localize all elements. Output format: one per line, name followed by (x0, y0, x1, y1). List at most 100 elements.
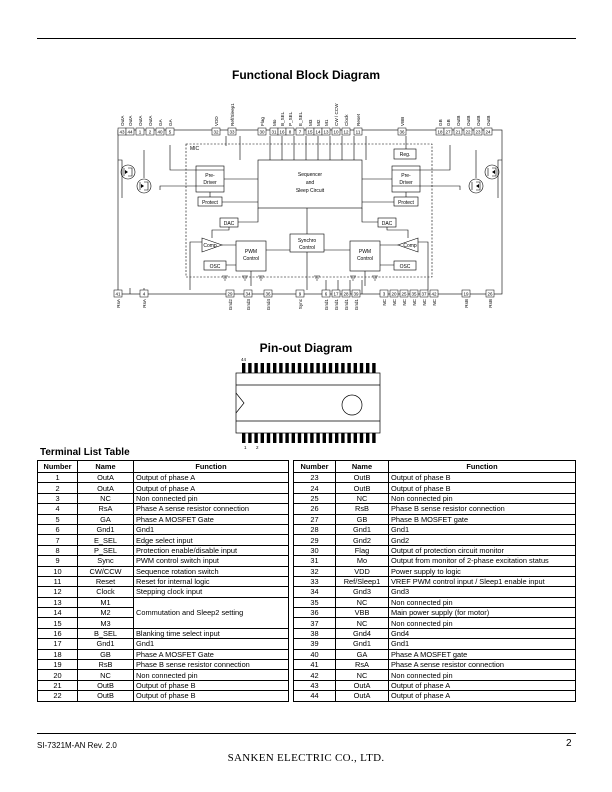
ic-lead (266, 363, 271, 373)
cell-name: NC (335, 669, 389, 681)
cell-function: Power supply to logic (388, 565, 576, 577)
cell-number: 12 (37, 586, 78, 598)
cell-name: OutA (77, 471, 134, 484)
ic-lead (366, 433, 370, 443)
top-pin-number: 23 (475, 130, 481, 135)
bottom-pin-number: 19 (463, 292, 469, 297)
cell-name: Gnd1 (335, 638, 389, 650)
bottom-pin-number: 28 (343, 292, 349, 297)
cell-function: Gnd1 (388, 638, 576, 650)
cell-number: 33 (293, 575, 336, 588)
bottom-pin-name: Gnd4 (266, 299, 271, 311)
cell-number: 7 (37, 534, 78, 546)
top-pin-box (295, 127, 305, 136)
top-pin-name: P_SEL (288, 111, 293, 126)
cell-function: Protection enable/disable input (133, 544, 289, 557)
ic-lead (291, 363, 295, 373)
ic-lead (341, 433, 345, 443)
cell-name: NC (335, 492, 389, 505)
osc-b-label: OSC (400, 264, 411, 270)
cell-function: Commutation and Sleep2 setting (133, 596, 289, 629)
protect-a-label: Protect (202, 200, 218, 206)
bottom-pin-name: Sync (298, 298, 303, 309)
cell-number: 15 (37, 617, 78, 629)
top-pin-name: Clock (344, 114, 349, 126)
cell-function: Output of phase B (133, 690, 289, 702)
cell-function: Output of phase B (388, 471, 576, 484)
pwm-a-line-1: PWM (245, 249, 257, 255)
top-pin-name: OutB (466, 116, 471, 126)
bottom-pin-box (485, 289, 495, 298)
cell-number: 2 (37, 482, 78, 494)
sequencer-line-3: Sleep Circuit (296, 188, 325, 194)
cell-function: Output of phase A (388, 679, 576, 692)
cell-name: NC (77, 492, 134, 505)
ic-lead (254, 433, 258, 443)
cell-name: Gnd1 (335, 523, 389, 536)
cell-number: 13 (37, 596, 78, 609)
top-pin-number: 11 (356, 130, 361, 135)
bottom-pin-box (351, 289, 361, 298)
pin-label-44: 44 (241, 357, 247, 362)
cell-number: 22 (37, 690, 78, 702)
ic-lead (359, 433, 364, 443)
top-pin-name: M2 (316, 119, 321, 126)
top-pin-name: VBB (400, 117, 405, 126)
cell-number: 16 (37, 627, 78, 640)
cell-name: Gnd2 (335, 534, 389, 546)
cell-name: Gnd3 (335, 586, 389, 598)
cell-function: Reset for internal logic (133, 575, 289, 588)
company-name: SANKEN ELECTRIC CO., LTD. (227, 752, 385, 764)
cell-number: 23 (293, 471, 336, 484)
cell-name: OutB (335, 482, 389, 494)
ic-lead (335, 363, 339, 373)
bottom-pin-number: 6 (325, 292, 328, 297)
bottom-pin-name: Gnd2 (228, 299, 233, 311)
cell-name: RsA (335, 659, 389, 671)
cell-number: 10 (37, 565, 78, 577)
bottom-pin-name: Gnd3 (246, 299, 251, 311)
cell-number: 40 (293, 648, 336, 661)
top-pin-box (125, 127, 135, 136)
bottom-rule (37, 733, 576, 734)
sequencer-line-1: Sequencer (298, 172, 323, 178)
top-pin-name: Flag (260, 117, 265, 126)
bottom-pin-name: NC (382, 298, 387, 305)
cell-name: OutB (77, 690, 134, 702)
bottom-pin-name: Gnd1 (334, 299, 339, 311)
top-pin-name: CW / CCW (334, 103, 339, 126)
top-pin-box (453, 127, 463, 136)
bottom-pin-box (295, 289, 305, 298)
cell-number: 42 (293, 669, 336, 681)
pwm-b-line-1: PWM (359, 249, 371, 255)
bottom-pin-name: Gnd1 (354, 299, 359, 311)
top-pin-name: VDD (214, 116, 219, 126)
cell-function: Phase B sense resistor connection (133, 659, 289, 671)
cell-function: Output of phase A (133, 482, 289, 494)
cell-number: 43 (293, 679, 336, 692)
bottom-pin-box (243, 289, 253, 298)
bottom-pin-box (389, 289, 399, 298)
bottom-pin-number: 25 (401, 292, 407, 297)
top-pin-number: 44 (127, 130, 133, 135)
cell-number: 17 (37, 638, 78, 650)
cell-number: 18 (37, 648, 78, 661)
ic-lead (304, 363, 308, 373)
cell-name: CW/CCW (77, 565, 134, 577)
top-pin-number: 10 (333, 130, 339, 135)
ic-lead (353, 433, 357, 443)
header-function: Function (388, 460, 576, 473)
ic-lead (366, 363, 370, 373)
ic-lead (273, 433, 277, 443)
cell-name: Sync (77, 555, 134, 567)
cell-number: 3 (37, 492, 78, 505)
